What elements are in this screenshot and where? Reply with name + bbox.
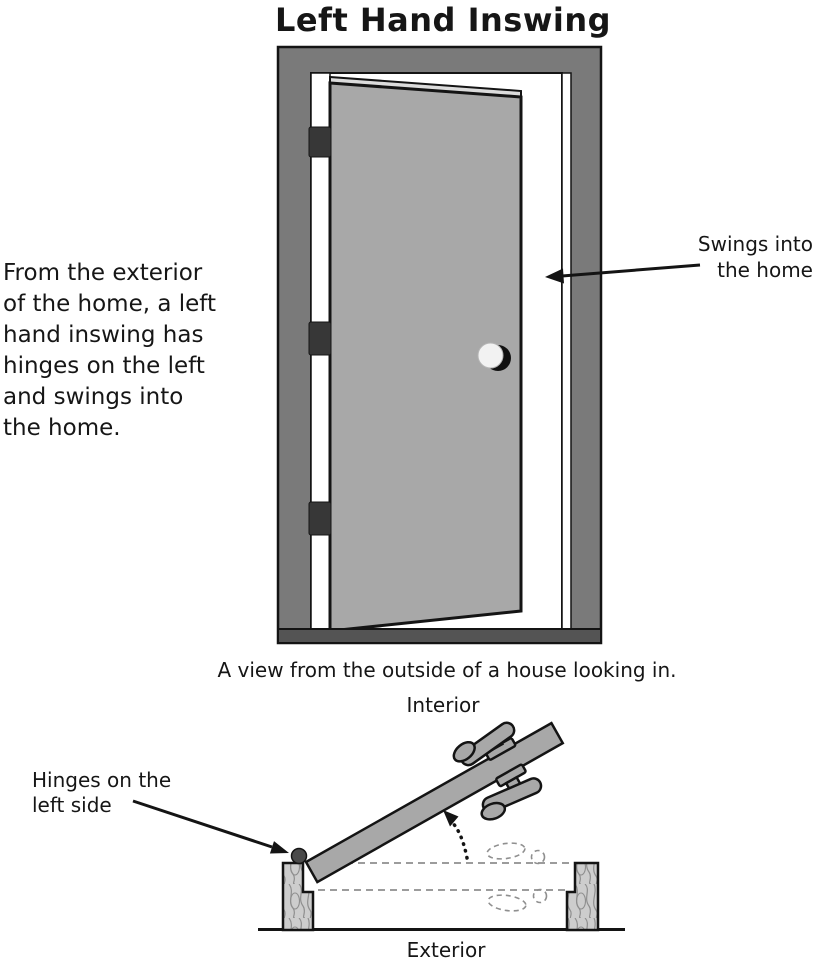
hinge-middle: [308, 321, 332, 356]
swing-label-line1: Swings into: [698, 232, 813, 256]
description-line: of the home, a left: [3, 291, 216, 317]
hinge-label-line1: Hinges on the: [32, 768, 171, 792]
page-title: Left Hand Inswing: [275, 1, 611, 39]
right-jamb: [561, 72, 572, 630]
doorknob: [477, 342, 504, 369]
plan-view-illustration: Interior: [32, 693, 625, 960]
threshold: [277, 628, 602, 644]
interior-lever-handle: [452, 721, 517, 767]
swing-arrow-head-icon: [545, 268, 564, 284]
ghost-handle-exterior: [487, 888, 548, 912]
swing-label-line2: the home: [717, 258, 813, 282]
exterior-lever-handle: [480, 763, 543, 821]
hinge-top: [308, 126, 332, 158]
hinge-callout: Hinges on the left side: [32, 768, 289, 854]
door-panel: [328, 81, 523, 633]
hinge-arrow-line: [132, 799, 273, 849]
swing-callout: Swings into the home: [545, 232, 813, 284]
front-view-caption: A view from the outside of a house looki…: [217, 658, 676, 682]
swing-arrow-line: [561, 263, 701, 278]
hinge-pin: [290, 847, 308, 865]
hinge-bottom: [308, 501, 332, 536]
ghost-handle-interior: [486, 842, 546, 865]
swing-arc-arrow-head-icon: [443, 810, 459, 827]
description-line: the home.: [3, 415, 121, 441]
description-line: and swings into: [3, 384, 183, 410]
description-text: From the exterior of the home, a left ha…: [3, 260, 216, 441]
hinge-label-line2: left side: [32, 793, 112, 817]
plan-door-slab: [304, 721, 565, 884]
plan-left-jamb: [281, 861, 315, 932]
exterior-label: Exterior: [407, 938, 487, 960]
description-line: From the exterior: [3, 260, 203, 286]
swing-arc-dotted: [449, 819, 469, 860]
hinge-arrow-head-icon: [269, 841, 289, 854]
description-line: hinges on the left: [3, 353, 205, 379]
plan-right-jamb: [565, 861, 600, 932]
front-view-illustration: [276, 45, 603, 645]
plan-open-door: [304, 721, 565, 884]
description-line: hand inswing has: [3, 322, 203, 348]
interior-label: Interior: [407, 693, 481, 717]
